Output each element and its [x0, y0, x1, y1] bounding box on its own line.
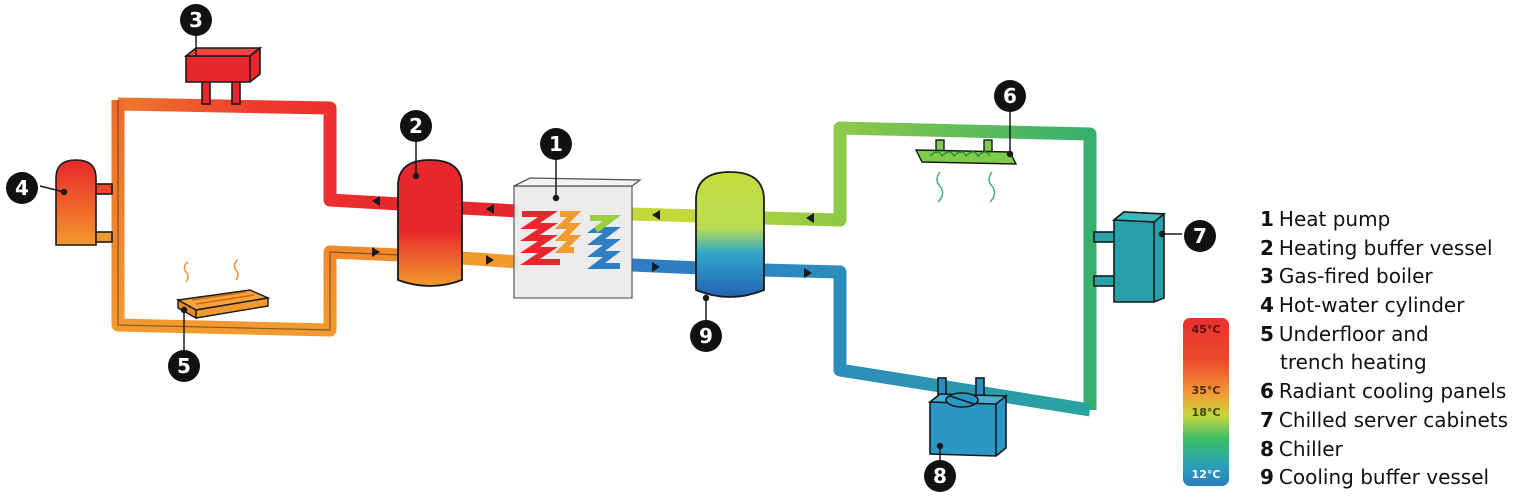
scale-label-12: 12°C [1191, 468, 1221, 481]
legend-item-text: Radiant cooling panels [1278, 379, 1507, 404]
legend-item-number: 9 [1260, 465, 1274, 490]
heating-buffer-vessel [397, 159, 463, 287]
marker-1: 1 [540, 128, 572, 160]
legend-item-number: 4 [1260, 293, 1274, 318]
legend-item-text: Chiller [1278, 436, 1343, 461]
marker-3: 3 [180, 4, 212, 36]
marker-6: 6 [994, 80, 1026, 112]
legend-item-text: Chilled server cabinets [1278, 407, 1509, 432]
marker-2: 2 [400, 110, 432, 142]
chilled-server-cabinets [1093, 211, 1167, 303]
underfloor-heating [175, 259, 271, 320]
legend-item-number: 6 [1260, 379, 1274, 404]
gas-fired-boiler [183, 46, 263, 105]
marker-4: 4 [6, 172, 38, 204]
marker-5: 5 [168, 350, 200, 382]
legend-item-text: Heating buffer vessel [1278, 235, 1493, 260]
legend-item-text: trench heating [1280, 350, 1427, 375]
legend-item-text: Hot-water cylinder [1278, 293, 1465, 318]
legend-item-text: Underfloor and [1278, 321, 1429, 346]
marker-8: 8 [924, 460, 956, 492]
legend-item-number: 1 [1260, 207, 1274, 231]
legend-item-number: 8 [1260, 436, 1274, 461]
marker-7: 7 [1184, 220, 1216, 252]
heat-pump [513, 177, 642, 299]
hot-water-cylinder [55, 159, 113, 246]
chiller [927, 377, 1009, 457]
legend-item-continuation: trench heating [1260, 348, 1508, 377]
legend-item-number: 3 [1260, 264, 1274, 289]
radiant-cooling-panels [914, 139, 1018, 203]
legend-item-number: 2 [1260, 235, 1274, 260]
scale-label-45: 45°C [1191, 323, 1221, 336]
marker-leaders [39, 34, 1182, 460]
cooling-buffer-vessel [695, 171, 765, 298]
legend-item-number: 7 [1260, 407, 1274, 432]
marker-9: 9 [690, 320, 722, 352]
legend-item-number: 5 [1260, 321, 1274, 346]
legend-item-text: Heat pump [1278, 207, 1391, 231]
legend-item-text: Gas-fired boiler [1278, 264, 1433, 289]
temperature-scale: 45°C 35°C 18°C 12°C [1183, 318, 1229, 486]
flow-arrows [372, 196, 814, 278]
scale-label-18: 18°C [1191, 406, 1221, 419]
scale-label-35: 35°C [1191, 384, 1221, 397]
legend-item-text: Cooling buffer vessel [1278, 465, 1490, 490]
